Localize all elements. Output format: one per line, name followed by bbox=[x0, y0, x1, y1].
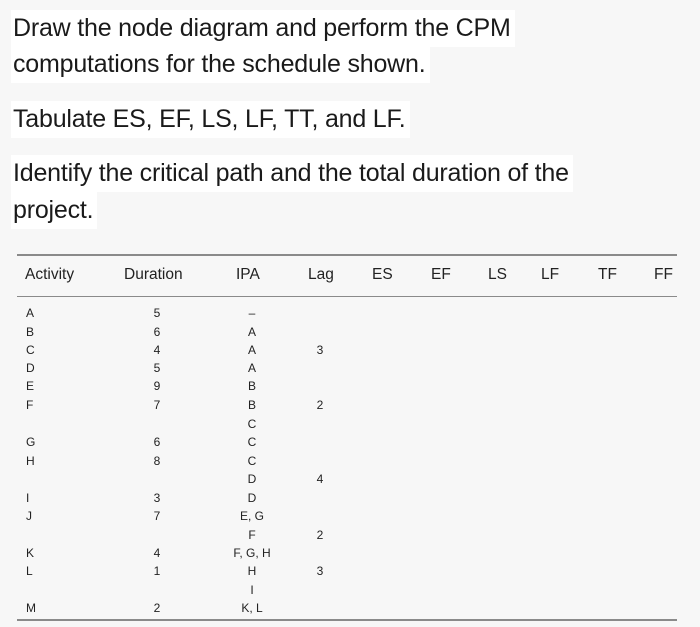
ipa-cell: C bbox=[247, 435, 257, 449]
activity-cell: B bbox=[26, 325, 35, 339]
question-line-5: project. bbox=[11, 192, 98, 229]
activity-cell: C bbox=[26, 343, 35, 357]
activity-cell: M bbox=[26, 601, 36, 615]
column-header-lf: LF bbox=[541, 266, 560, 283]
ipa-cell: B bbox=[247, 398, 257, 412]
ipa-cell: F, G, H bbox=[233, 546, 271, 560]
table-bottom-rule bbox=[17, 619, 677, 621]
ipa-cell: – bbox=[248, 306, 256, 320]
activity-cell: K bbox=[26, 546, 35, 560]
column-header-ls: LS bbox=[488, 266, 507, 283]
ipa-cell: D bbox=[247, 491, 257, 505]
duration-cell: 6 bbox=[153, 325, 161, 339]
question-line-1: Draw the node diagram and perform the CP… bbox=[11, 10, 515, 47]
ipa-cell: I bbox=[250, 583, 254, 597]
activity-cell: F bbox=[26, 398, 34, 412]
lag-cell: 2 bbox=[316, 398, 324, 412]
duration-cell: 5 bbox=[153, 306, 161, 320]
duration-cell: 9 bbox=[153, 379, 161, 393]
ipa-cell: E, G bbox=[239, 509, 265, 523]
question-line-3: Tabulate ES, EF, LS, LF, TT, and LF. bbox=[11, 101, 410, 138]
ipa-cell: C bbox=[247, 454, 257, 468]
duration-cell: 2 bbox=[153, 601, 161, 615]
duration-cell: 7 bbox=[153, 509, 161, 523]
question-line-4: Identify the critical path and the total… bbox=[11, 155, 573, 192]
ipa-cell: B bbox=[247, 379, 257, 393]
ipa-cell: D bbox=[247, 472, 257, 486]
ipa-cell: A bbox=[247, 361, 257, 375]
duration-cell: 4 bbox=[153, 343, 161, 357]
duration-cell: 6 bbox=[153, 435, 161, 449]
duration-cell: 7 bbox=[153, 398, 161, 412]
lag-cell: 3 bbox=[316, 343, 324, 357]
table-header-rule bbox=[17, 296, 677, 297]
duration-cell: 4 bbox=[153, 546, 161, 560]
activity-cell: G bbox=[26, 435, 36, 449]
activity-cell: H bbox=[26, 454, 35, 468]
question-line-2: computations for the schedule shown. bbox=[11, 46, 430, 83]
table-top-rule bbox=[17, 254, 677, 256]
lag-cell: 4 bbox=[316, 472, 324, 486]
ipa-cell: K, L bbox=[241, 601, 263, 615]
column-header-activity: Activity bbox=[25, 266, 75, 283]
activity-cell: A bbox=[26, 306, 35, 320]
activity-cell: L bbox=[26, 564, 33, 578]
column-header-es: ES bbox=[372, 266, 393, 283]
duration-cell: 1 bbox=[153, 564, 161, 578]
duration-cell: 8 bbox=[153, 454, 161, 468]
ipa-cell: A bbox=[247, 343, 257, 357]
column-header-ef: EF bbox=[431, 266, 451, 283]
column-header-ff: FF bbox=[654, 266, 673, 283]
column-header-ipa: IPA bbox=[236, 266, 260, 283]
ipa-cell: A bbox=[247, 325, 257, 339]
activity-cell: I bbox=[26, 491, 30, 505]
activity-cell: J bbox=[26, 509, 32, 523]
column-header-lag: Lag bbox=[308, 266, 334, 283]
column-header-duration: Duration bbox=[124, 266, 183, 283]
lag-cell: 3 bbox=[316, 564, 324, 578]
ipa-cell: F bbox=[248, 528, 256, 542]
activity-cell: D bbox=[26, 361, 35, 375]
column-header-tf: TF bbox=[598, 266, 617, 283]
duration-cell: 5 bbox=[153, 361, 161, 375]
ipa-cell: H bbox=[247, 564, 257, 578]
ipa-cell: C bbox=[247, 417, 257, 431]
lag-cell: 2 bbox=[316, 528, 324, 542]
activity-cell: E bbox=[26, 379, 35, 393]
duration-cell: 3 bbox=[153, 491, 161, 505]
